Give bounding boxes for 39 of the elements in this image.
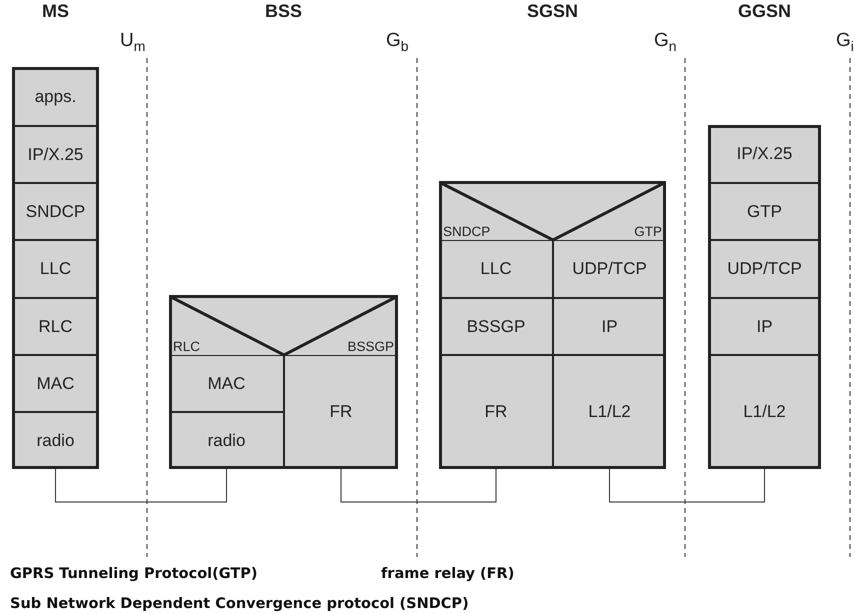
protocol-layer: IP [553, 298, 666, 355]
protocol-layer: FR [439, 355, 553, 469]
protocol-layer: MAC [169, 355, 284, 412]
footnote-text: frame relay (FR) [381, 566, 514, 582]
interface-label: U$_{m}$ [120, 30, 146, 54]
protocol-layer: MAC [12, 355, 99, 412]
protocol-layer-label: BSSGP [284, 295, 398, 355]
interface-label: G$_{b}$ [386, 30, 409, 54]
node-heading: GGSN [736, 1, 792, 22]
node-heading: BSS [264, 1, 303, 22]
footnote-text: GPRS Tunneling Protocol(GTP) [10, 566, 258, 582]
protocol-layer: radio [169, 412, 284, 469]
protocol-layer: UDP/TCP [553, 240, 666, 298]
protocol-layer: UDP/TCP [708, 240, 821, 298]
protocol-layer: L1/L2 [553, 355, 666, 469]
protocol-stack-frame [12, 67, 99, 469]
node-heading: MS [41, 1, 70, 22]
interface-label: G$_{n}$ [654, 30, 677, 54]
protocol-layer: SNDCP [12, 183, 99, 240]
protocol-layer: FR [284, 355, 398, 469]
protocol-layer-label: GTP [553, 181, 666, 240]
connector-line [609, 468, 765, 502]
protocol-stack-frame [439, 181, 666, 469]
protocol-stack-frame [169, 295, 398, 469]
protocol-layer-label: RLC [169, 295, 284, 355]
protocol-layer: BSSGP [439, 298, 553, 355]
connector-line [340, 468, 496, 502]
protocol-layer: IP/X.25 [12, 126, 99, 183]
protocol-stack-frame [708, 125, 821, 469]
node-heading: SGSN [526, 1, 579, 22]
footnote-text: Sub Network Dependent Convergence protocol (SNDCP) [10, 596, 469, 612]
connector-line [55, 468, 227, 502]
protocol-layer: LLC [439, 240, 553, 298]
protocol-layer: GTP [708, 183, 821, 240]
protocol-layer: IP [708, 298, 821, 355]
interface-label: G$_{i}$ [836, 30, 854, 54]
protocol-layer: RLC [12, 298, 99, 355]
protocol-layer: LLC [12, 240, 99, 298]
protocol-layer-label: SNDCP [439, 181, 553, 240]
